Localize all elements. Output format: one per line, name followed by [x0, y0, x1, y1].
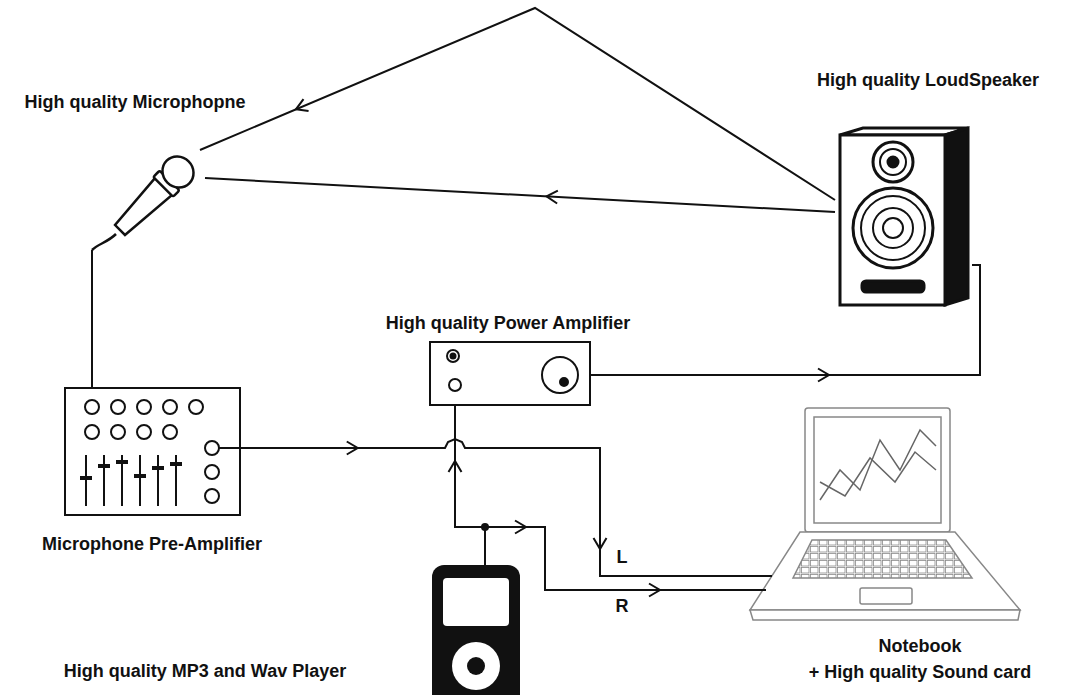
node-label: High quality LoudSpeaker [817, 70, 1039, 91]
loudspeaker: High quality LoudSpeaker [835, 125, 972, 310]
mixer-drawing [65, 388, 240, 515]
power-amplifier: High quality Power Amplifier [430, 342, 590, 405]
arrowhead [594, 538, 607, 549]
signal-name: R [615, 597, 630, 617]
node-label: + High quality Sound card [809, 662, 1032, 683]
signal-wire [91, 250, 93, 388]
signal-wire [205, 178, 835, 212]
signal-name: L [616, 548, 629, 568]
node-label: Notebook [879, 636, 962, 657]
arrowhead [347, 442, 358, 455]
amplifier-drawing [430, 342, 590, 405]
microphone-drawing [92, 150, 200, 250]
node-label: High quality Microphopne [25, 92, 246, 113]
preamp-mixer: Microphone Pre-Amplifier [65, 388, 240, 515]
signal-wire [590, 265, 980, 375]
arrowhead [449, 461, 462, 472]
signal-wire [455, 405, 485, 565]
loudspeaker-drawing [840, 128, 968, 305]
notebook-drawing [750, 408, 1020, 620]
node-label: Microphone Pre-Amplifier [42, 534, 262, 555]
microphone: High quality Microphopne [85, 150, 205, 250]
signal-wire [200, 8, 835, 200]
arrowhead [293, 99, 308, 115]
arrowhead [546, 190, 558, 204]
player-drawing [432, 565, 520, 695]
node-label: High quality Power Amplifier [386, 313, 630, 334]
signal-wire [240, 439, 765, 576]
arrowhead [649, 584, 660, 597]
media-player: High quality MP3 and Wav Player [432, 565, 520, 695]
arrowhead [818, 369, 829, 382]
signal-wire [485, 527, 765, 590]
arrowhead [515, 521, 526, 534]
notebook: Notebook+ High quality Sound card [765, 405, 1022, 627]
node-label: High quality MP3 and Wav Player [64, 661, 346, 682]
